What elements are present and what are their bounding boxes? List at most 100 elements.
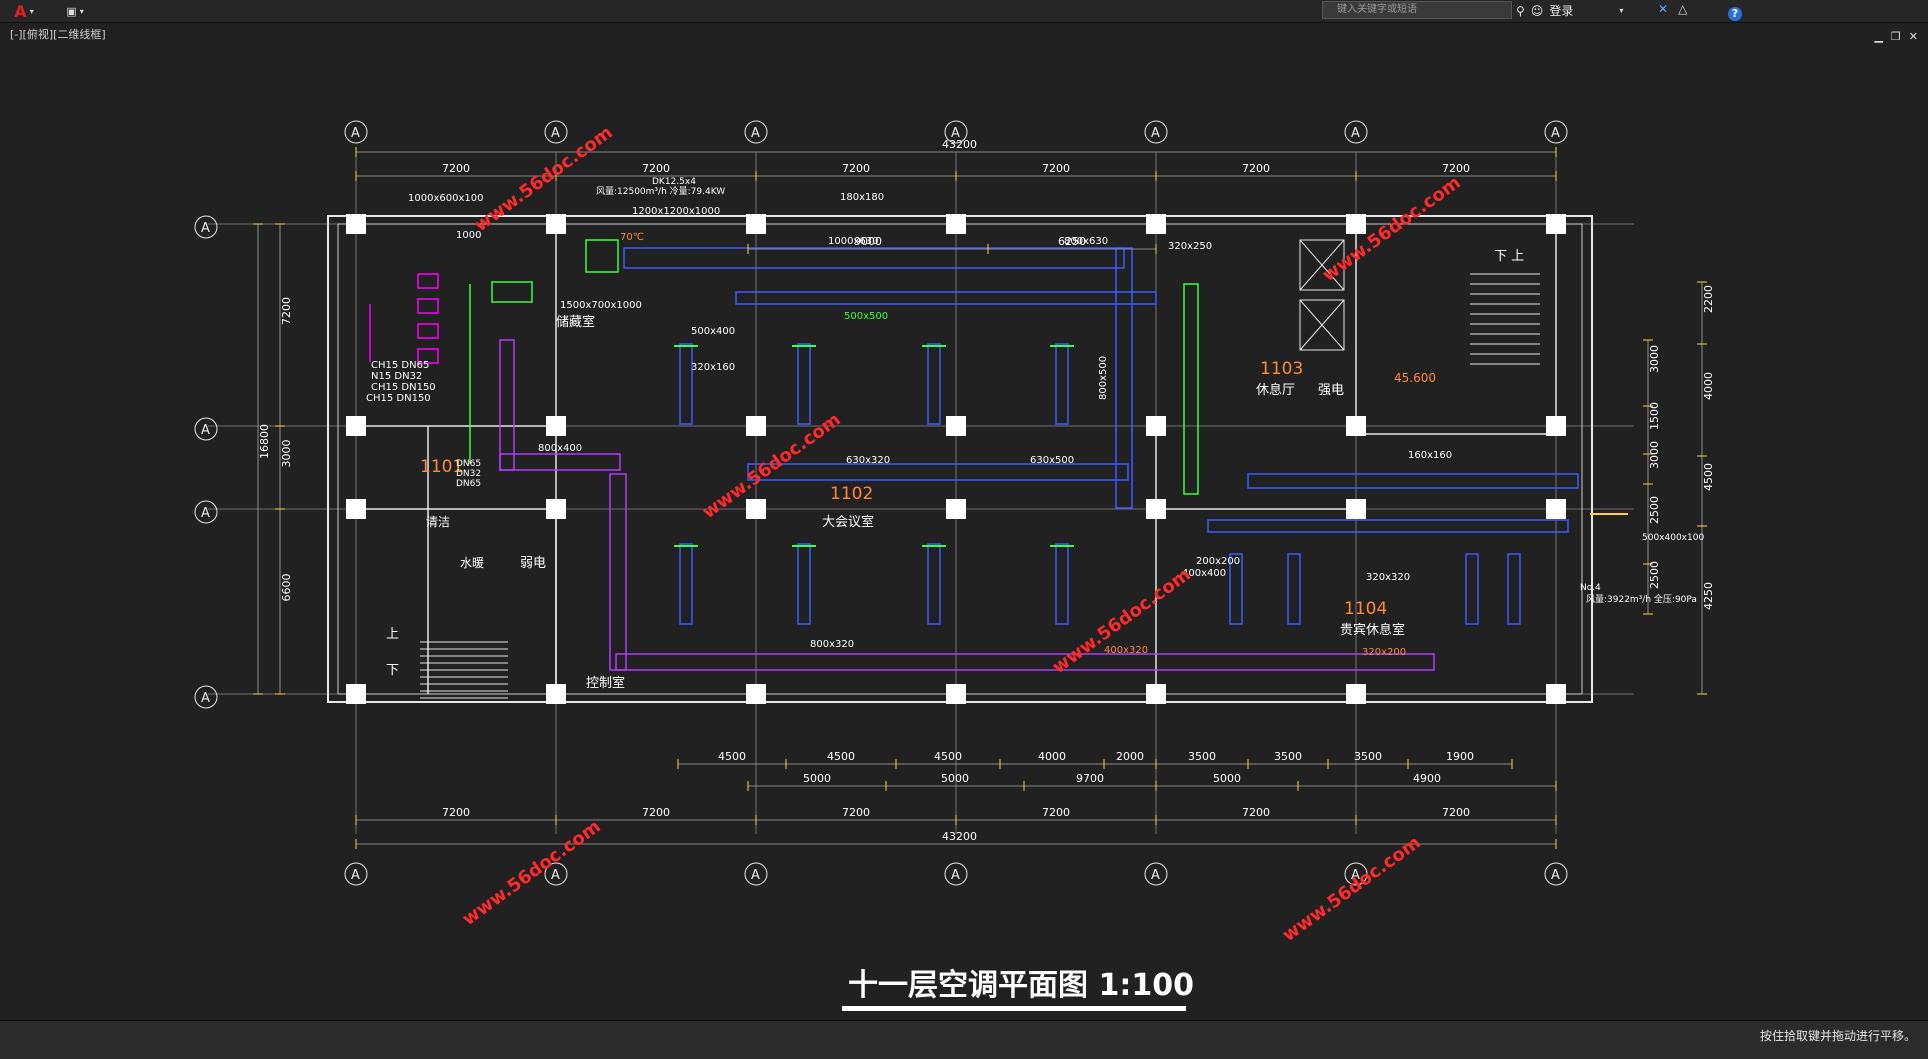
axis-bubble-bottom-circle (1544, 862, 1568, 886)
bottom-dim-1-label: 3500 (1274, 750, 1302, 763)
elevation-label: 45.600 (1394, 371, 1436, 385)
close-icon[interactable]: ✕ (1908, 30, 1918, 43)
watermark-5: www.56doc.com (459, 816, 605, 930)
bottom-bay-dim-label: 7200 (1242, 806, 1270, 819)
stair-label-up: 上 (386, 627, 399, 642)
axis-bubble-bottom-label: A (951, 868, 960, 883)
structural-column (1146, 416, 1166, 436)
duct-label-21: 400x400 (1182, 568, 1226, 579)
walls (327, 214, 1593, 704)
chevron-down-icon: ▾ (1619, 6, 1624, 15)
structural-column (746, 684, 766, 704)
room-name-1103: 休息厅 (1256, 382, 1295, 398)
chevron-down-icon: ▾ (79, 6, 84, 16)
top-bay-dim-label: 7200 (642, 162, 670, 175)
elevator-shaft (1299, 299, 1345, 351)
lounge-duct (1247, 473, 1579, 489)
branch-duct (1229, 553, 1243, 625)
quick-access-button[interactable]: ▣ ▾ (56, 2, 94, 20)
room-name-weak-electric: 弱电 (520, 556, 546, 571)
restore-icon[interactable]: ❐ (1890, 30, 1901, 43)
vip-duct (1207, 519, 1569, 533)
axis-bubble-top-circle (1144, 120, 1168, 144)
duct-label-18: 400x320 (1104, 645, 1148, 656)
stair-label-down: 下 (386, 663, 399, 678)
elevator-cross (1299, 239, 1345, 291)
structural-column (346, 416, 366, 436)
equip-label-4: No.4 (1580, 583, 1601, 593)
duct-label-15: 320x320 (1366, 572, 1410, 583)
bottom-bay-dim-label: 7200 (1442, 806, 1470, 819)
room-name-1104: 贵宾休息室 (1340, 622, 1405, 638)
duct-label-5: 1000x630 (828, 236, 878, 247)
help-button[interactable]: ? (1728, 2, 1758, 21)
bottom-dim-1-label: 4500 (718, 750, 746, 763)
watermark-4: www.56doc.com (1049, 564, 1195, 678)
right-dim-2-label: 2500 (1648, 561, 1661, 589)
branch-duct (1287, 553, 1301, 625)
structural-column (546, 214, 566, 234)
exchange-x-icon[interactable]: ✕ (1658, 2, 1669, 16)
login-button[interactable]: ⚲ ☺ 登录 ▾ (1516, 2, 1623, 19)
bottom-dim-2-label: 4900 (1413, 772, 1441, 785)
return-riser-duct (609, 473, 627, 671)
duct-label-1: 1000x600x100 (408, 193, 483, 204)
right-dim-2-label: 1500 (1648, 402, 1661, 430)
room-number-1101: 1101 (420, 457, 463, 477)
structural-column (746, 416, 766, 436)
bottom-dim-1-label: 2000 (1116, 750, 1144, 763)
structural-column (1146, 214, 1166, 234)
axis-bubble-bottom-circle (544, 862, 568, 886)
right-dim-1-label: 2200 (1702, 285, 1715, 313)
watermark-1: www.56doc.com (471, 122, 617, 236)
duct-label-20: 500x400x100 (1642, 533, 1704, 543)
structural-column (1346, 684, 1366, 704)
left-dim-label: 6600 (280, 574, 293, 602)
structural-column (1346, 214, 1366, 234)
axis-bubble-bottom-label: A (1551, 868, 1560, 883)
viewport-controls[interactable]: [-][俯视][二维线框] (10, 28, 106, 41)
status-hint: 按住拾取键并拖动进行平移。 (1759, 1029, 1916, 1043)
axis-bubble-top-label: A (951, 126, 960, 141)
pipe-equipment (417, 298, 439, 314)
duct-label-11: 630x320 (846, 455, 890, 466)
pipe-label-3: CH15 DN150 (371, 382, 436, 393)
axis-bubble-bottom-label: A (1351, 868, 1360, 883)
axis-bubble-top-label: A (351, 126, 360, 141)
duct-label-16: 800x400 (538, 443, 582, 454)
application-menu-button[interactable]: A ▾ (2, 1, 46, 21)
axis-bubble-top-circle (944, 120, 968, 144)
a360-icon[interactable]: △ (1678, 2, 1688, 16)
axis-bubble-left-circle (194, 685, 218, 709)
bottom-dim-1-label: 3500 (1354, 750, 1382, 763)
structural-column (946, 499, 966, 519)
duct-label-19: 320x200 (1362, 647, 1406, 658)
structural-column (1146, 684, 1166, 704)
room-labels: 1101 储藏室 1102 大会议室 1103 休息厅 1104 贵宾休息室 强… (366, 177, 1704, 691)
autocad-logo-icon: A (14, 1, 27, 21)
login-label: 登录 (1549, 4, 1574, 18)
room-name-1101: 储藏室 (556, 314, 595, 330)
minimize-icon[interactable]: ▁ (1874, 30, 1883, 43)
search-input[interactable]: 键入关键字或短语 (1322, 1, 1512, 19)
structural-column (546, 416, 566, 436)
duct-label-4: 1500x700x1000 (560, 300, 642, 311)
duct-label-7: 320x250 (1168, 241, 1212, 252)
equip-label-3: 70℃ (620, 232, 644, 243)
axis-bubble-top-circle (1544, 120, 1568, 144)
axis-bubble-left-circle (194, 500, 218, 524)
watermark-6: www.56doc.com (1279, 832, 1425, 946)
axis-bubble-bottom-label: A (1151, 868, 1160, 883)
return-duct (615, 653, 1435, 671)
axis-bubble-top-circle (544, 120, 568, 144)
axis-bubble-left-label: A (201, 691, 210, 706)
axis-bubble-top-circle (344, 120, 368, 144)
bottom-bay-dim-label: 7200 (642, 806, 670, 819)
bottom-dim-1-label: 4000 (1038, 750, 1066, 763)
structural-column (1546, 499, 1566, 519)
structural-column (746, 214, 766, 234)
structural-column (1546, 684, 1566, 704)
top-sub-dim-label: 6250 (1058, 235, 1086, 248)
